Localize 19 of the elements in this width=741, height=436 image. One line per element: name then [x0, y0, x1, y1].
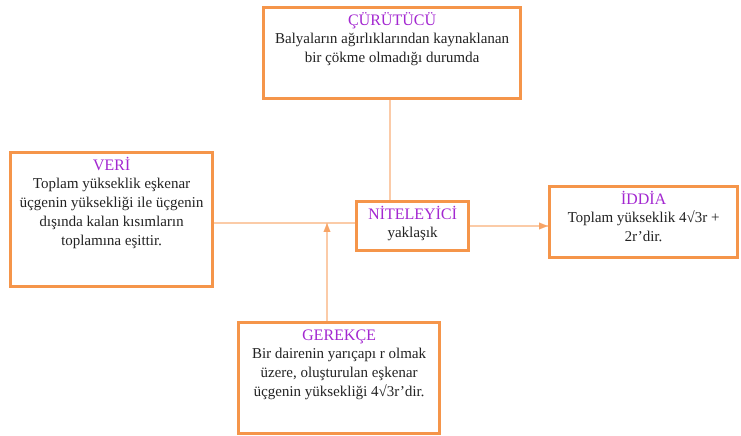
box-heading: NİTELEYİCİ	[368, 205, 457, 224]
box-heading: VERİ	[92, 156, 130, 175]
box-heading: ÇÜRÜTÜCÜ	[348, 11, 436, 30]
text-box	[237, 321, 441, 435]
text-box	[262, 6, 522, 100]
arrow	[470, 222, 548, 230]
box-text: Toplam yükseklik eşkenar üçgenin yüksekliği ile üçgenin dışında kalan kısımların toplamına eşittir.	[18, 175, 204, 251]
connector-line	[389, 100, 391, 200]
box-text: Toplam yükseklik 4√3r + 2r’dir.	[566, 209, 720, 247]
text-box	[548, 185, 739, 259]
box-heading: GEREKÇE	[302, 326, 376, 345]
box-text: Balyaların ağırlıklarından kaynaklanan bir çökme olmadığı durumda	[274, 30, 510, 68]
text-box	[9, 151, 214, 288]
text-box	[355, 200, 470, 252]
box-heading: İDDİA	[620, 190, 666, 209]
box-text: yaklaşık	[388, 224, 438, 243]
arrow	[323, 223, 331, 321]
box-text: Bir dairenin yarıçapı r olmak üzere, oluşturulan eşkenar üçgenin yüksekliği 4√3r’dir.	[250, 345, 428, 402]
connector-line	[214, 222, 355, 224]
